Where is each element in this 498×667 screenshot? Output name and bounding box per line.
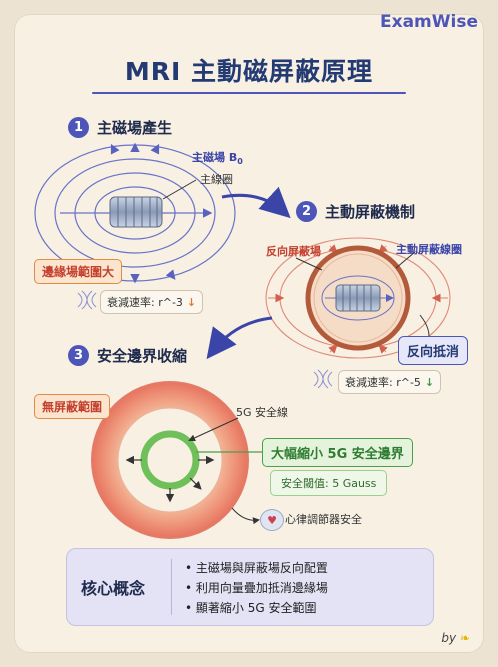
main-coil-label: 主線圈 — [200, 173, 233, 186]
summary-item-1: • 主磁場與屏蔽場反向配置 — [185, 561, 328, 575]
step-2-label: 主動屏蔽機制 — [325, 203, 416, 221]
banana-icon: ❧ — [459, 631, 470, 645]
pacemaker-icon: ♥ — [260, 509, 284, 531]
rate-icon-2 — [313, 369, 333, 389]
step-1-header: 1 主磁場產生 — [68, 117, 172, 138]
shield-coil-label: 主動屏蔽線圈 — [396, 243, 462, 256]
infographic-card — [14, 14, 484, 653]
step-3-number: 3 — [68, 345, 89, 366]
safe-line-label: 5G 安全線 — [236, 406, 289, 419]
step-1-number: 1 — [68, 117, 89, 138]
threshold-badge: 安全閾值: 5 Gauss — [270, 470, 388, 496]
decay-rate-1: 衰減速率: r^-3 ↓ — [100, 290, 204, 314]
step-1-label: 主磁場產生 — [97, 119, 173, 137]
safe-line-pointer — [188, 417, 239, 442]
step-2-header: 2 主動屏蔽機制 — [296, 201, 415, 222]
edge-field-box: 邊緣場範圍大 — [34, 259, 123, 284]
summary-divider — [171, 559, 172, 615]
summary-item-3: • 顯著縮小 5G 安全範圍 — [185, 601, 317, 615]
main-field-label: 主磁場 B0 — [192, 151, 243, 167]
byline-text: by — [441, 631, 457, 645]
arrow-down-orange-icon: ↓ — [186, 295, 197, 309]
page-title: MRI 主動磁屏蔽原理 — [124, 57, 374, 86]
no-shield-box: 無屏蔽範圍 — [34, 394, 111, 419]
pacemaker-label: 心律調節器安全 — [285, 513, 362, 526]
safe-5g-boundary — [140, 430, 200, 490]
arrow-down-green-icon: ↓ — [424, 375, 435, 389]
pacemaker-pointer — [231, 507, 260, 525]
step-2-number: 2 — [296, 201, 317, 222]
inner-coil-icon — [335, 284, 381, 312]
decay-rate-2-text: 衰減速率: r^-5 — [345, 376, 421, 389]
byline: by ❧ — [441, 631, 470, 645]
decay-rate-1-text: 衰減速率: r^-3 — [107, 296, 183, 309]
main-coil-icon — [109, 196, 163, 228]
shield-coil-pointer — [395, 251, 416, 269]
decay-rate-2: 衰減速率: r^-5 ↓ — [338, 370, 442, 394]
title-underline — [92, 92, 406, 94]
rate-icon-1 — [77, 290, 97, 310]
reverse-field-pointer — [295, 257, 323, 271]
step-3-label: 安全邊界收縮 — [97, 347, 188, 365]
reverse-field-label: 反向屏蔽場 — [266, 245, 321, 258]
shrink-box: 大幅縮小 5G 安全邊界 — [262, 438, 413, 467]
cancel-box: 反向抵消 — [398, 336, 469, 365]
step-3-header: 3 安全邊界收縮 — [68, 345, 187, 366]
coil-pointer — [162, 179, 197, 200]
flow-arrow-2 — [206, 316, 273, 360]
summary-title: 核心概念 — [81, 579, 146, 598]
summary-item-2: • 利用向量疊加抵消邊緣場 — [185, 581, 328, 595]
flow-arrow-1 — [221, 186, 291, 219]
summary-box: 核心概念 • 主磁場與屏蔽場反向配置 • 利用向量疊加抵消邊緣場 • 顯著縮小 … — [66, 548, 434, 626]
brand-logo: ExamWise — [380, 12, 478, 32]
